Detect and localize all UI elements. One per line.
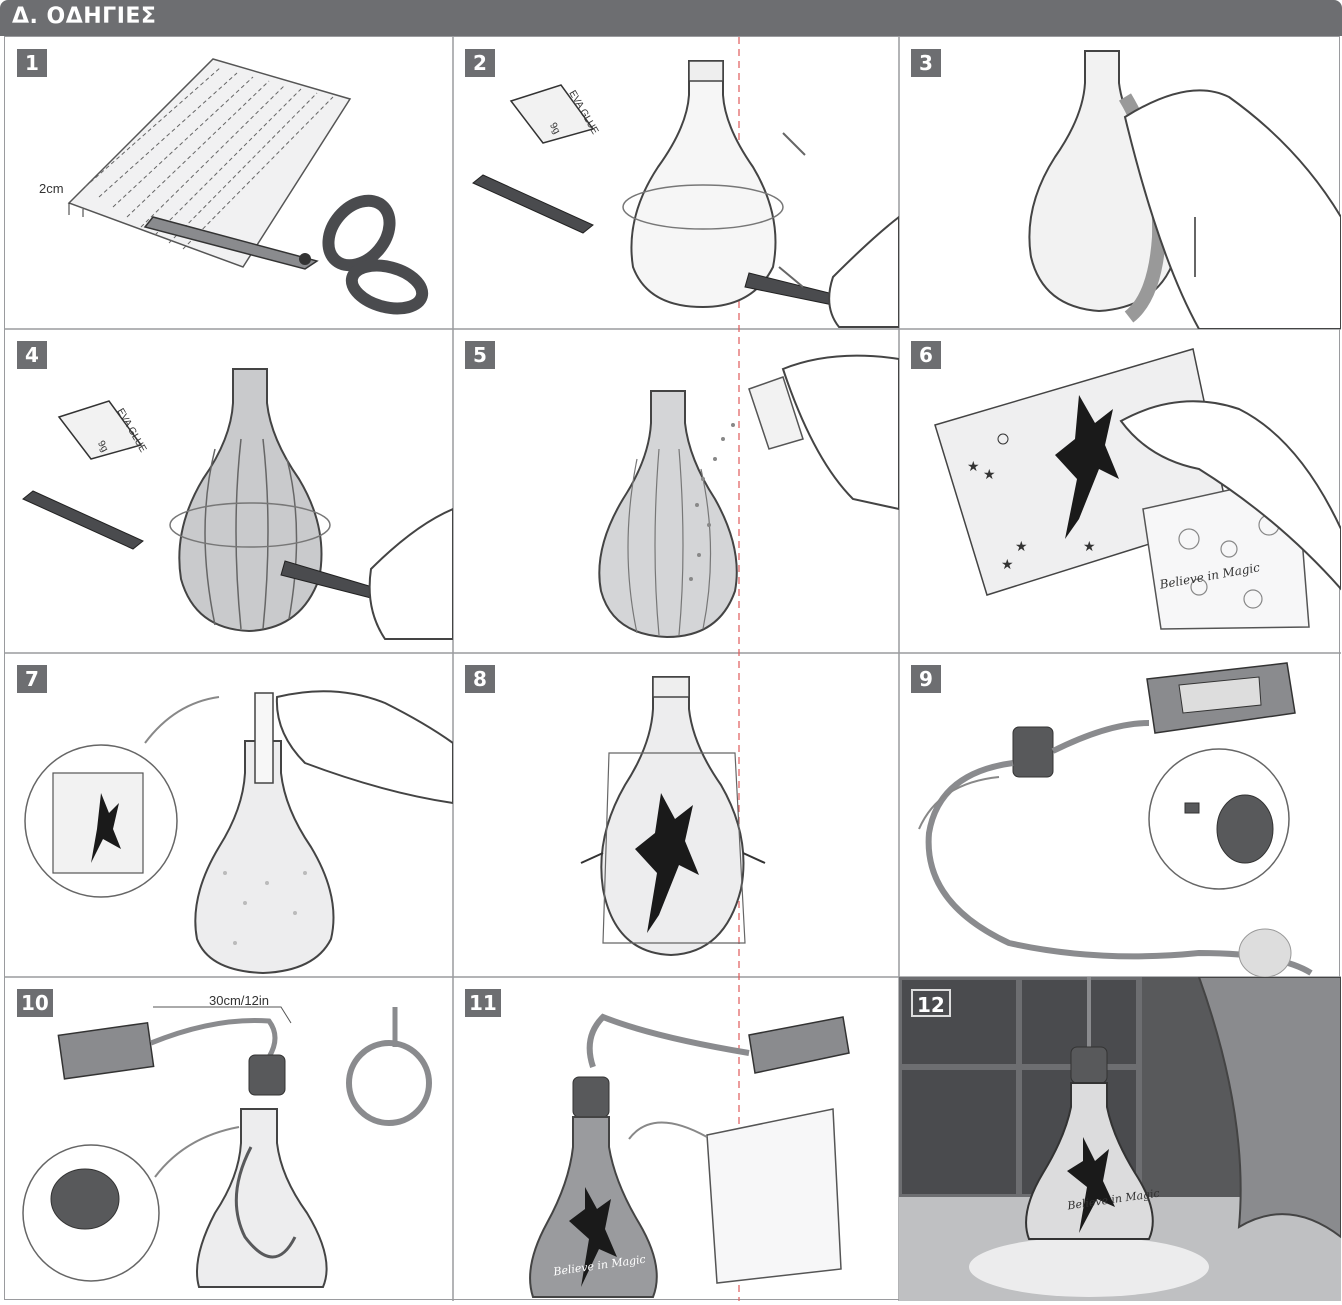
- step-9-illustration: [899, 653, 1341, 977]
- step-number: 1: [17, 49, 47, 77]
- step-5-panel: 5: [453, 329, 899, 653]
- step-1-illustration: [5, 37, 453, 329]
- section-title: Δ. ΟΔΗΓΙΕΣ: [12, 4, 156, 29]
- svg-text:★: ★: [1001, 557, 1014, 573]
- step-number: 10: [17, 989, 53, 1017]
- step-9-panel: 9: [899, 653, 1341, 977]
- step-2-panel: 2 EVA GLUE 9g: [453, 37, 899, 329]
- step-7-panel: 7: [5, 653, 453, 977]
- step-number: 2: [465, 49, 495, 77]
- step-3-illustration: [899, 37, 1341, 329]
- step-number: 6: [911, 341, 941, 369]
- step-12-panel: 12 Believe in Magic: [899, 977, 1341, 1301]
- step-8-illustration: [453, 653, 899, 977]
- step-number: 11: [465, 989, 501, 1017]
- step-10-illustration: [5, 977, 453, 1301]
- step-4-panel: 4 EVA GLUE 9g: [5, 329, 453, 653]
- svg-text:★: ★: [983, 467, 996, 483]
- step-number: 9: [911, 665, 941, 693]
- steps-grid: 1 2cm 2 EVA GLUE 9g: [4, 36, 1340, 1300]
- step-number: 7: [17, 665, 47, 693]
- step-10-panel: 10 30cm/12in: [5, 977, 453, 1301]
- step-11-illustration: [453, 977, 899, 1301]
- step-12-illustration: [899, 977, 1341, 1301]
- width-label: 2cm: [39, 181, 64, 196]
- svg-text:★: ★: [1083, 539, 1096, 555]
- step-4-illustration: [5, 329, 453, 653]
- cable-length-label: 30cm/12in: [209, 993, 269, 1008]
- step-3-panel: 3: [899, 37, 1341, 329]
- step-8-panel: 8: [453, 653, 899, 977]
- step-6-illustration: ★★★★★: [899, 329, 1341, 653]
- svg-text:★: ★: [967, 459, 980, 475]
- step-number: 4: [17, 341, 47, 369]
- step-2-illustration: [453, 37, 899, 329]
- step-number: 5: [465, 341, 495, 369]
- step-6-panel: ★★★★★ 6 Believe in Magic: [899, 329, 1341, 653]
- step-number: 12: [911, 989, 951, 1017]
- svg-text:★: ★: [1015, 539, 1028, 555]
- step-11-panel: 11 Believe in Magic: [453, 977, 899, 1301]
- step-5-illustration: [453, 329, 899, 653]
- step-1-panel: 1 2cm: [5, 37, 453, 329]
- step-number: 8: [465, 665, 495, 693]
- step-7-illustration: [5, 653, 453, 977]
- step-number: 3: [911, 49, 941, 77]
- section-header: Δ. ΟΔΗΓΙΕΣ: [0, 0, 1342, 36]
